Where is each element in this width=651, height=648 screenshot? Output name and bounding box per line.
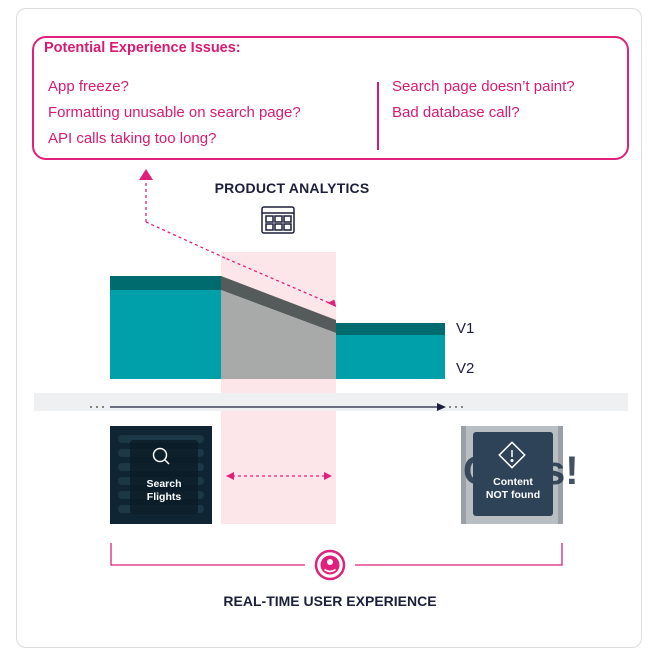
error-screen-label: Content NOT found [473,476,553,502]
error-line2: NOT found [473,489,553,502]
funnel-v2-right [336,335,445,379]
timeline-band [34,393,628,411]
funnel-v1-left [110,276,221,290]
issues-divider [377,82,379,150]
issue-item: Formatting unusable on search page? [48,104,301,121]
v2-label: V2 [456,360,475,377]
search-line1: Search [146,478,182,490]
user-icon [314,549,346,581]
search-screen-label: Search Flights [130,478,198,504]
issues-title: Potential Experience Issues: [44,40,241,56]
timeline-arrowhead [437,403,446,411]
funnel-v1-right [336,323,445,335]
product-analytics-title: PRODUCT ANALYTICS [214,180,370,196]
issue-item: API calls taking too long? [48,130,217,147]
dashboard-icon [261,206,295,234]
search-card [130,440,198,514]
error-line1: Content [493,476,533,488]
duration-arrowhead-right [324,472,332,480]
issue-item: Search page doesn’t paint? [392,78,575,95]
diagram-graphics: Oops! [34,169,628,581]
pointer-arrowhead-down [327,299,337,308]
search-icon [152,447,170,465]
pointer-arrowhead-up [139,169,153,180]
rtue-bracket-left [110,543,305,566]
error-card [473,432,553,516]
funnel-drop-dark [221,276,336,333]
error-found: found [508,489,541,501]
funnel-v2-left [110,290,221,379]
pointer-line-2 [145,221,226,259]
funnel-drop-gray [221,290,336,379]
warning-icon [498,441,526,469]
rtue-title: REAL-TIME USER EXPERIENCE [223,593,437,609]
rtue-bracket-right [355,543,563,566]
issues-box [32,36,629,160]
issue-item: App freeze? [48,78,129,95]
pointer-line-1 [224,257,335,306]
v1-label: V1 [456,320,475,337]
error-not: NOT [485,489,509,501]
search-line2: Flights [146,491,182,503]
duration-arrowhead-left [226,472,234,480]
issue-item: Bad database call? [392,104,520,121]
